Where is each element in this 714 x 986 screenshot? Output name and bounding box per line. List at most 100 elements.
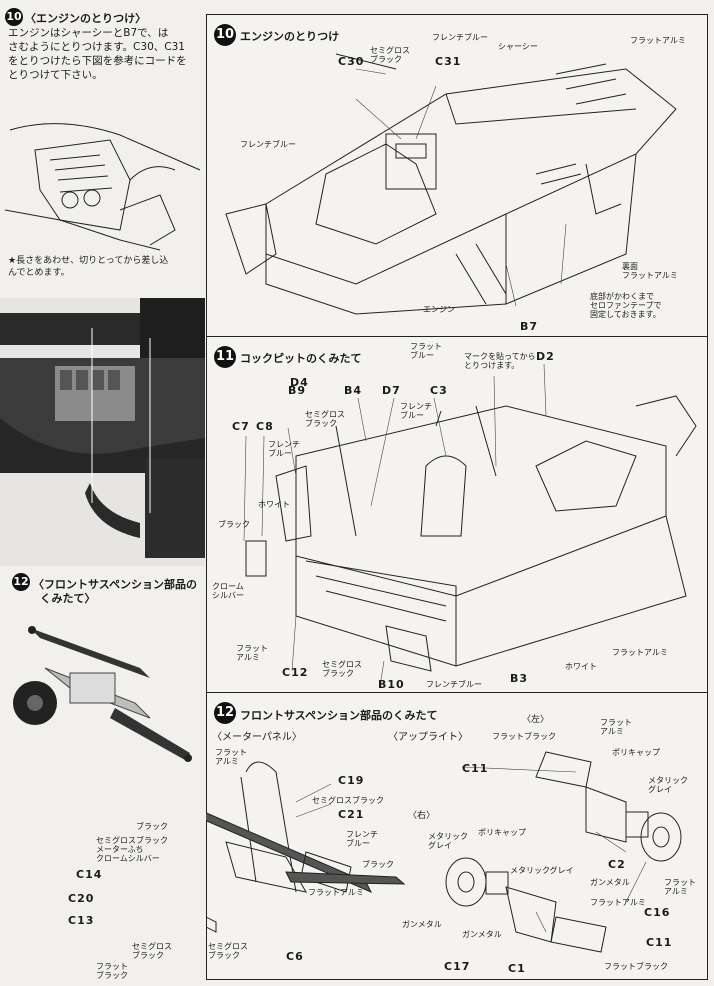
step10-badge: 10 <box>214 24 236 46</box>
step12-left-title: 〈フロントサスペンション部品の <box>33 578 198 591</box>
label-french-blue-left: フレンチブルー <box>240 140 296 149</box>
label-white-a: ホワイト <box>258 500 290 509</box>
step10-title: 〈エンジンのとりつけ〉 <box>25 12 147 25</box>
chassis-engine-diagram <box>225 53 677 315</box>
label-metallic-gray-b: メタリック グレイ <box>428 832 468 850</box>
panel-step11 <box>206 336 708 694</box>
step12-left-title2: くみたて〉 <box>40 592 96 605</box>
right-side-heading: 〈右〉 <box>408 811 436 821</box>
step10-body: エンジンはシャーシーとB7で、は さむようにとりつけます。C30、C31 をとり… <box>8 26 203 82</box>
label-french-blue: フレンチ ブルー <box>346 830 378 848</box>
upright-heading: 〈アップライト〉 <box>388 732 468 743</box>
part-b4: B4 <box>344 384 363 397</box>
label-semigloss-black: セミグロス ブラック <box>370 46 410 64</box>
step11-heading: コックピットのくみたて <box>240 352 362 365</box>
label-black: ブラック <box>218 520 250 529</box>
label-flat-alumi: フラットアルミ <box>630 36 686 45</box>
engine-illustration <box>4 123 201 251</box>
part-b7: B7 <box>520 320 539 333</box>
label-flat-black-a: フラット ブラック <box>96 962 128 980</box>
label-french-blue-a: フレンチ ブルー <box>400 402 432 420</box>
label-underside: 裏面 フラットアルミ <box>622 262 678 280</box>
part-c1: C1 <box>508 962 526 975</box>
label-flat-alumi-b: フラットアルミ <box>612 648 668 657</box>
part-c30: C30 <box>338 55 365 68</box>
step10-heading: エンジンのとりつけ <box>240 30 340 43</box>
label-flat-alumi-b: フラットアルミ <box>308 888 364 897</box>
part-c3: C3 <box>430 384 448 397</box>
part-c14: C14 <box>76 868 103 881</box>
part-c12: C12 <box>282 666 309 679</box>
part-b10: B10 <box>378 678 405 691</box>
part-c21: C21 <box>338 808 365 821</box>
step12-left-badge: 12 <box>12 573 30 591</box>
part-c16: C16 <box>644 906 671 919</box>
step12-badge: 12 <box>214 702 236 724</box>
label-flat-black-c: フラットブラック <box>604 962 668 971</box>
label-tape-note: 底部がかわくまで セロファンテープで 固定しておきます。 <box>590 292 662 319</box>
step12-heading: フロントサスペンション部品のくみたて <box>240 709 438 722</box>
suspension-photo <box>13 626 192 762</box>
part-b3: B3 <box>510 672 529 685</box>
label-semigloss-black-b: セミグロス ブラック <box>132 942 172 960</box>
part-b9: B9 <box>288 384 307 397</box>
label-flat-alumi-c: フラット アルミ <box>600 718 632 736</box>
meter-panel-heading: 〈メーターパネル〉 <box>212 732 302 743</box>
part-c7: C7 <box>232 420 250 433</box>
part-c13: C13 <box>68 914 95 927</box>
label-french-blue: フレンチブルー <box>432 33 488 42</box>
label-gunmetal-a: ガンメタル <box>590 878 630 887</box>
label-flat-alumi-e: フラット アルミ <box>664 878 696 896</box>
label-flat-blue: フラット ブルー <box>410 342 442 360</box>
label-flat-black-b: フラットブラック <box>492 732 556 741</box>
suspension-diagram <box>206 751 682 953</box>
label-metallic-gray-a: メタリック グレイ <box>648 776 688 794</box>
cockpit-diagram <box>243 363 697 687</box>
label-semigloss-black-b: セミグロス ブラック <box>322 660 362 678</box>
body-line: エンジンはシャーシーとB7で、は <box>8 27 169 39</box>
part-c2: C2 <box>608 858 626 871</box>
part-c11a: C11 <box>462 762 489 775</box>
step10-badge: 10 <box>5 8 23 26</box>
label-polycap-b: ポリキャップ <box>478 828 526 837</box>
label-french-blue-c: フレンチブルー <box>426 680 482 689</box>
label-french-blue-b: フレンチ ブルー <box>268 440 300 458</box>
label-semigloss-black-c: セミグロス ブラック <box>208 942 248 960</box>
note-line: んでとめます。 <box>8 268 70 278</box>
body-line: さむようにとりつけます。C30、C31 <box>8 41 185 53</box>
step10-note: ★長さをあわせ、切りとってから差し込 んでとめます。 <box>8 255 203 279</box>
label-flat-alumi-d: フラットアルミ <box>590 898 646 907</box>
label-polycap-a: ポリキャップ <box>612 748 660 757</box>
left-side-heading: 〈左〉 <box>522 715 550 725</box>
part-c20: C20 <box>68 892 95 905</box>
label-black-a: ブラック <box>136 822 168 831</box>
part-c31: C31 <box>435 55 462 68</box>
body-line: とりつけて下さい。 <box>8 69 103 81</box>
label-white-b: ホワイト <box>565 662 597 671</box>
label-engine: エンジン <box>423 305 455 314</box>
note-line: ★長さをあわせ、切りとってから差し込 <box>8 256 169 266</box>
part-d4: D4 <box>290 376 309 389</box>
label-d4-note: マークを貼ってから とりつけます。 <box>464 352 536 370</box>
engine-photo <box>0 298 205 566</box>
part-d7: D7 <box>382 384 401 397</box>
panel-step12 <box>206 692 708 980</box>
label-semigloss-black-a: セミグロスブラック <box>312 796 384 805</box>
label-meter-note: セミグロスブラック メーターふち クロームシルバー <box>96 836 168 863</box>
step11-badge: 11 <box>214 346 236 368</box>
label-chassis: シャーシー <box>498 42 538 51</box>
part-c8: C8 <box>256 420 274 433</box>
label-chrome-silver: クローム シルバー <box>212 582 244 600</box>
part-c6: C6 <box>286 950 304 963</box>
part-d2: D2 <box>536 350 555 363</box>
part-c17: C17 <box>444 960 471 973</box>
label-semigloss-black: セミグロス ブラック <box>305 410 345 428</box>
label-metallic-gray-c: メタリックグレイ <box>510 866 574 875</box>
label-flat-alumi-a: フラット アルミ <box>215 748 247 766</box>
panel-step10 <box>206 14 708 338</box>
part-c11b: C11 <box>646 936 673 949</box>
label-black-b: ブラック <box>362 860 394 869</box>
label-gunmetal-b: ガンメタル <box>402 920 442 929</box>
body-line: をとりつけたら下図を参考にコードを <box>8 55 187 67</box>
part-c19: C19 <box>338 774 365 787</box>
